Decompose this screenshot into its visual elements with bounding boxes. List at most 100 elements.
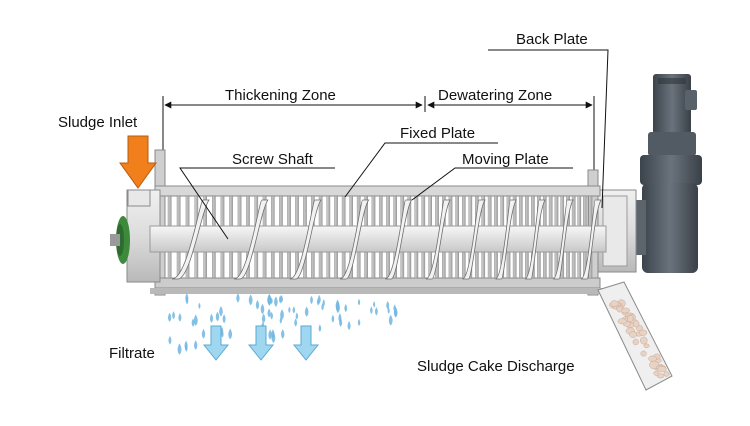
- cake-piece: [653, 370, 660, 376]
- filtrate-drop: [357, 318, 361, 327]
- sludge-inlet-arrow: [119, 135, 157, 189]
- filtrate-arrow: [247, 325, 275, 361]
- filtrate-drop: [339, 317, 343, 327]
- screw-flight: [171, 199, 210, 280]
- screw-flight: [552, 199, 574, 280]
- discharge-chute: [597, 281, 673, 391]
- screw-flights: [171, 199, 602, 280]
- cake-piece: [657, 365, 667, 373]
- filtrate-drop: [209, 313, 214, 323]
- back-plate-label: Back Plate: [516, 31, 588, 48]
- screw-flight: [339, 199, 370, 280]
- filtrate-drop: [228, 328, 233, 340]
- filtrate-drop: [304, 306, 309, 317]
- filtrate-drop: [236, 293, 240, 303]
- motor-flange: [648, 132, 696, 156]
- filtrate-drops: [167, 293, 398, 355]
- screw-flight: [233, 199, 269, 280]
- sludge-inlet-label: Sludge Inlet: [58, 114, 138, 131]
- filtrate-drop: [167, 312, 172, 323]
- motor-housing: [653, 74, 691, 134]
- filtrate-drop: [222, 314, 226, 324]
- zone-dimension-lines: [162, 96, 595, 200]
- screw-flight: [289, 199, 322, 280]
- filtrate-drop: [374, 307, 378, 316]
- filtrate-drop: [288, 306, 291, 313]
- cake-piece: [633, 320, 640, 328]
- filtrate-drop: [373, 301, 376, 308]
- moving-plate-leader: [411, 167, 573, 201]
- filtrate-drop: [388, 314, 393, 326]
- filtrate-drop: [215, 311, 220, 322]
- screw-shaft-label: Screw Shaft: [232, 151, 314, 168]
- filtrate-drop: [386, 300, 390, 310]
- cake-piece: [632, 338, 639, 346]
- dewatering-zone-label: Dewatering Zone: [438, 87, 552, 104]
- filtrate-drop: [261, 313, 266, 324]
- filtrate-drop: [267, 308, 271, 318]
- filtrate-drop: [270, 311, 274, 320]
- filtrate-drop: [191, 318, 195, 327]
- filtrate-drop: [370, 306, 373, 315]
- cake-piece: [640, 350, 647, 357]
- back-plate-leader: [488, 49, 609, 209]
- screw-flight: [524, 199, 546, 280]
- filtrate-drop: [219, 306, 223, 317]
- screw-flight: [462, 199, 486, 280]
- fixed-plate-leader: [344, 142, 498, 198]
- filtrate-drop: [316, 297, 320, 306]
- filtrate-drop: [255, 299, 260, 310]
- cake-piece: [617, 318, 627, 325]
- filtrate-drop: [394, 309, 398, 317]
- filtrate-drop: [198, 302, 201, 309]
- filtrate-drop: [177, 343, 182, 355]
- filtrate-drop: [347, 320, 351, 331]
- filtrate-drop: [310, 295, 313, 305]
- cake-piece: [640, 336, 648, 345]
- filtrate-drop: [172, 311, 175, 320]
- filtrate-drop: [267, 293, 272, 306]
- filtrate-arrow: [292, 325, 320, 361]
- cake-piece: [626, 314, 634, 323]
- inlet-housing: [110, 189, 161, 283]
- inlet-hopper: [127, 189, 151, 207]
- filtrate-drop: [331, 314, 335, 323]
- screw-flight: [495, 199, 518, 280]
- cake-piece: [616, 306, 623, 313]
- drive-motor: [632, 74, 702, 273]
- screw-flight: [580, 199, 602, 280]
- cake-piece: [610, 300, 619, 307]
- lower-rail: [154, 277, 601, 289]
- fixed-plate-label: Fixed Plate: [400, 125, 475, 142]
- filtrate-drop: [292, 306, 296, 314]
- filtrate-drop: [336, 301, 340, 314]
- filtrate-drop: [268, 329, 272, 340]
- screw-shaft-leader: [179, 167, 335, 240]
- filtrate-drop: [294, 318, 298, 327]
- filtrate-drop: [281, 328, 285, 339]
- filtrate-drop: [185, 344, 188, 352]
- filtrate-drop: [387, 307, 390, 314]
- cake-piece: [663, 371, 670, 377]
- filtrate-drop: [168, 335, 172, 345]
- filtrate-drop: [295, 312, 299, 320]
- filtrate-drop: [185, 296, 189, 305]
- cake-piece: [639, 329, 648, 336]
- gearbox-upper: [640, 155, 702, 185]
- leader-lines: [179, 49, 609, 240]
- cake-piece: [629, 331, 637, 338]
- filtrate-label: Filtrate: [109, 345, 155, 362]
- filtrate-drop: [178, 312, 182, 322]
- filtrate-drop: [344, 303, 348, 313]
- filtrate-drop: [193, 340, 198, 350]
- filtrate-drop: [357, 298, 361, 306]
- filtrate-drop: [248, 294, 253, 306]
- screw-flight: [385, 199, 413, 280]
- filtrate-drop: [260, 303, 265, 315]
- moving-plate-label: Moving Plate: [462, 151, 549, 168]
- screw-flight: [425, 199, 451, 280]
- filtrate-drop: [193, 314, 198, 326]
- cake-piece: [648, 355, 657, 362]
- filtrate-arrows: [202, 325, 320, 361]
